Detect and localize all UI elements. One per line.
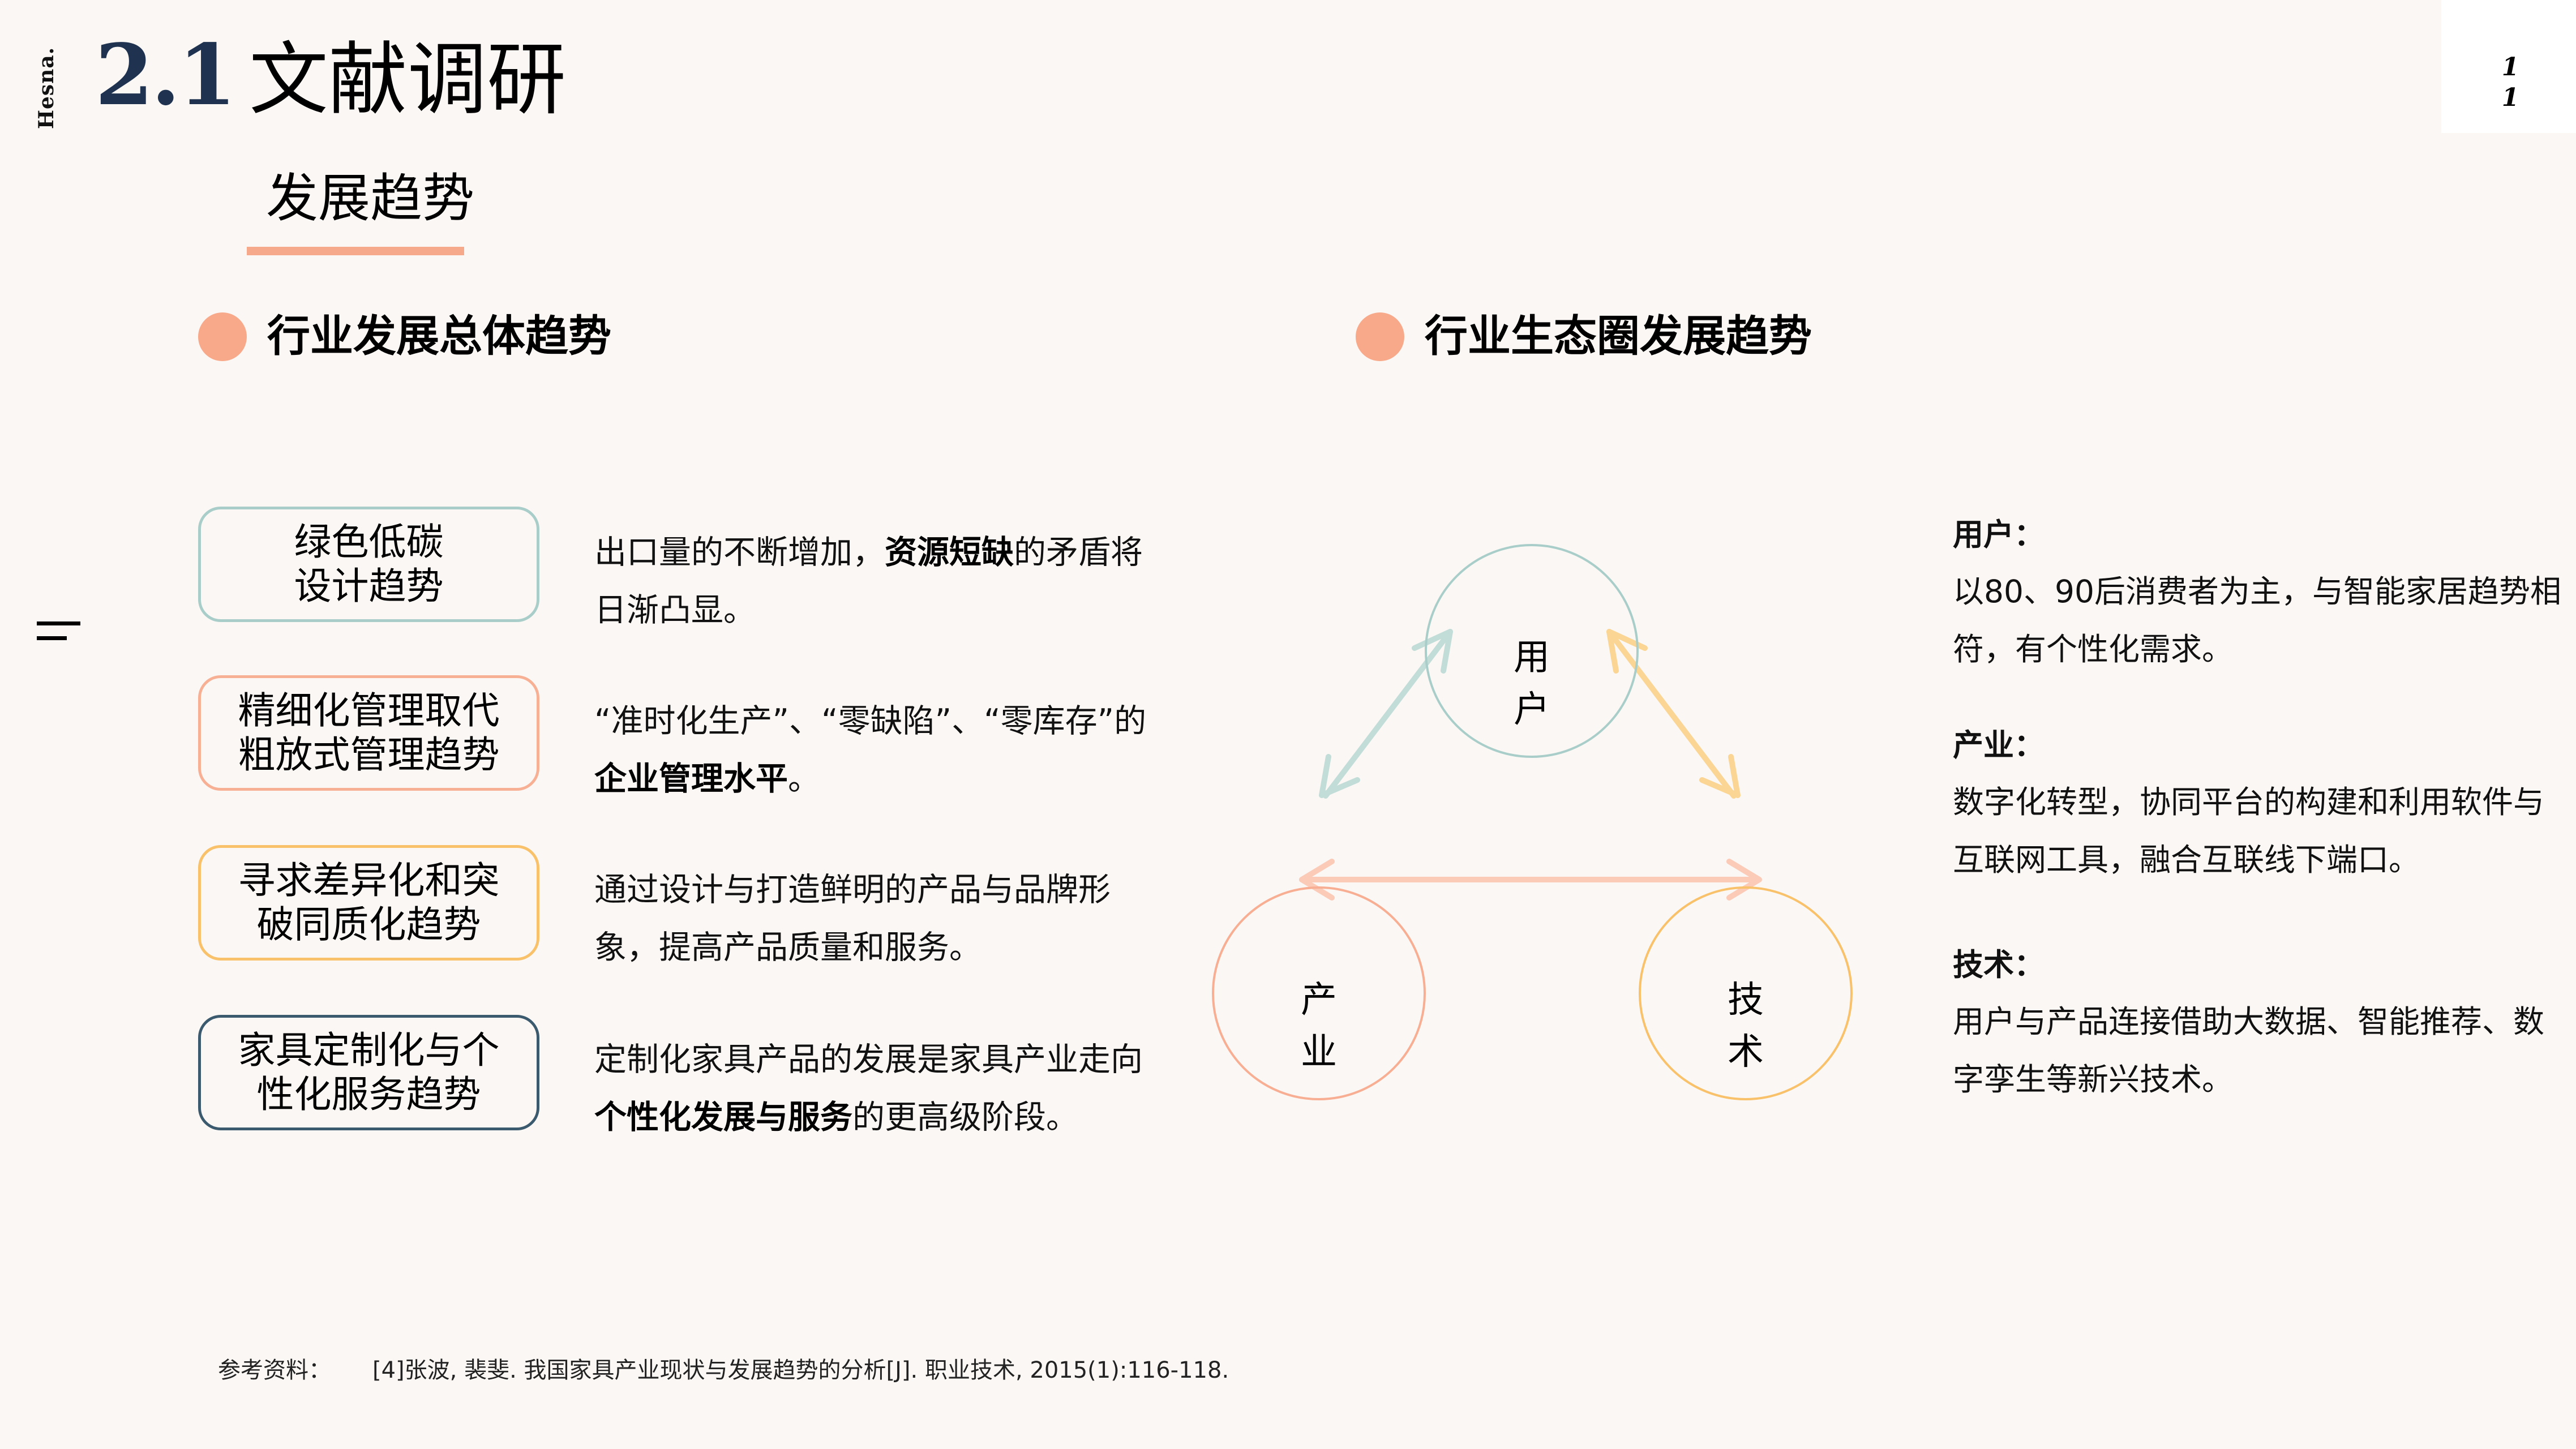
trend-description-4: 定制化家具产品的发展是家具产业走向个性化发展与服务的更高级阶段。 xyxy=(594,1031,1149,1146)
trend-description-3: 通过设计与打造鲜明的产品与品牌形象，提高产品质量和服务。 xyxy=(594,861,1149,976)
page-number: 1 1 xyxy=(2491,52,2530,113)
desc-text: 的更高级阶段。 xyxy=(852,1099,1078,1136)
detail-industry: 产业： 数字化转型，协同平台的构建和利用软件与互联网工具，融合互联线下端口。 xyxy=(1953,726,2564,889)
arrow-user-tech-icon xyxy=(1606,629,1741,799)
page-title: 文献调研 xyxy=(249,34,567,126)
brand-logo: Hesna. xyxy=(35,46,58,129)
detail-title: 用户： xyxy=(1953,517,2044,552)
detail-body: 以80、90后消费者为主，与智能家居趋势相符，有个性化需求。 xyxy=(1953,573,2561,667)
trend-label-line: 破同质化趋势 xyxy=(256,903,481,946)
detail-body: 数字化转型，协同平台的构建和利用软件与互联网工具，融合互联线下端口。 xyxy=(1953,784,2545,878)
node-industry-circle xyxy=(1212,886,1426,1100)
desc-text: 。 xyxy=(788,760,820,798)
node-industry-label: 产业 xyxy=(1301,979,1337,1073)
trend-description-1: 出口量的不断增加，资源短缺的矛盾将日渐凸显。 xyxy=(594,524,1149,639)
arrow-user-industry-icon xyxy=(1319,629,1453,799)
detail-title: 产业： xyxy=(1953,727,2044,763)
trend-label-line: 粗放式管理趋势 xyxy=(238,733,500,777)
menu-line-top xyxy=(37,621,80,625)
desc-text: 通过设计与打造鲜明的产品与品牌形象，提高产品质量和服务。 xyxy=(594,871,1111,966)
menu-line-bottom xyxy=(37,636,67,640)
trend-box-green-lowcarbon: 绿色低碳设计趋势 xyxy=(198,507,539,622)
desc-bold: 企业管理水平 xyxy=(594,760,788,798)
desc-bold: 资源短缺 xyxy=(885,534,1014,571)
section-number: 2.1 xyxy=(95,25,236,124)
detail-title: 技术： xyxy=(1953,947,2044,983)
bullet-dot-icon xyxy=(1356,312,1404,361)
desc-text: 的矛盾将日渐凸显。 xyxy=(594,534,1143,629)
subtitle-tab: 发展趋势 xyxy=(266,168,475,229)
trend-label-line: 家具定制化与个 xyxy=(238,1028,500,1072)
reference-text: [4]张波, 裴斐. 我国家具产业现状与发展趋势的分析[J]. 职业技术, 20… xyxy=(372,1357,1229,1383)
trend-description-2: “准时化生产”、“零缺陷”、“零库存”的企业管理水平。 xyxy=(594,692,1149,808)
page-number-line-1: 1 xyxy=(2501,53,2519,82)
node-tech-label: 技术 xyxy=(1728,979,1764,1073)
trend-label-line: 性化服务趋势 xyxy=(256,1073,481,1116)
node-user-circle xyxy=(1425,544,1639,758)
ecosystem-diagram: 用户 产业 技术 xyxy=(1200,526,1868,1115)
section-heading-left: 行业发展总体趋势 xyxy=(267,311,611,361)
node-user-label: 用户 xyxy=(1514,637,1550,731)
section-heading-right: 行业生态圈发展趋势 xyxy=(1425,311,1812,361)
page-number-line-2: 1 xyxy=(2501,83,2519,112)
arrow-industry-tech-icon xyxy=(1299,859,1762,901)
trend-box-refined-management: 精细化管理取代粗放式管理趋势 xyxy=(198,675,539,791)
detail-body: 用户与产品连接借助大数据、智能推荐、数字孪生等新兴技术。 xyxy=(1953,1004,2545,1098)
node-tech-circle xyxy=(1639,886,1853,1100)
detail-user: 用户： 以80、90后消费者为主，与智能家居趋势相符，有个性化需求。 xyxy=(1953,515,2564,678)
subtitle-underline xyxy=(247,247,464,255)
desc-text: 出口量的不断增加， xyxy=(594,534,885,571)
detail-tech: 技术： 用户与产品连接借助大数据、智能推荐、数字孪生等新兴技术。 xyxy=(1953,945,2564,1108)
menu-icon[interactable] xyxy=(37,621,82,644)
page-number-box xyxy=(2441,0,2576,133)
trend-box-customization: 家具定制化与个性化服务趋势 xyxy=(198,1015,539,1130)
trend-box-differentiation: 寻求差异化和突破同质化趋势 xyxy=(198,845,539,961)
desc-bold: 个性化发展与服务 xyxy=(594,1099,852,1136)
trend-label-line: 绿色低碳 xyxy=(294,520,444,564)
desc-text: 定制化家具产品的发展是家具产业走向 xyxy=(594,1041,1143,1078)
trend-label-line: 设计趋势 xyxy=(294,564,444,608)
trend-label-line: 精细化管理取代 xyxy=(238,689,500,732)
trend-label-line: 寻求差异化和突 xyxy=(238,859,500,902)
desc-text: “准时化生产”、“零缺陷”、“零库存”的 xyxy=(594,702,1147,740)
bullet-dot-icon xyxy=(198,312,247,361)
reference-label: 参考资料： xyxy=(218,1357,331,1383)
